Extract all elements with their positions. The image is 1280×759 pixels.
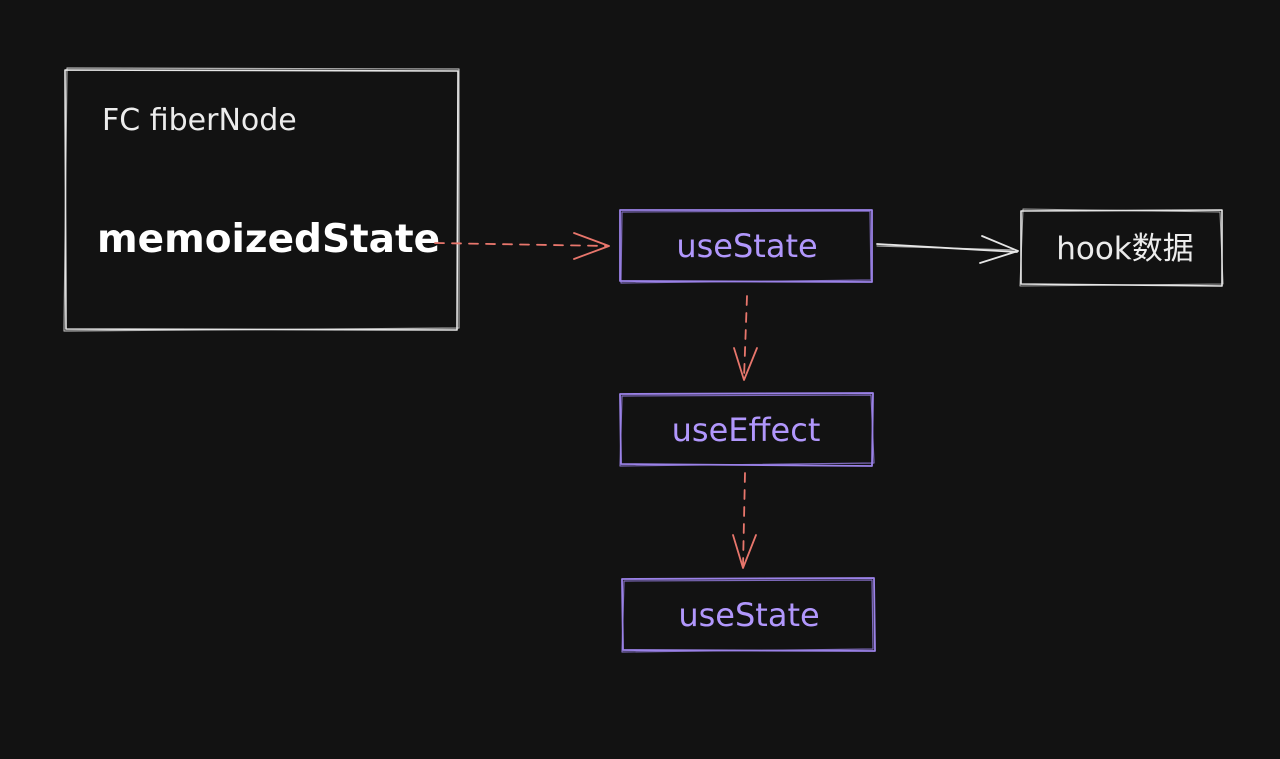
fiber-node-title: FC fiberNode [102,103,297,138]
hook-data-arrow [876,235,1019,264]
hook-label-use-effect: useEffect [672,411,821,449]
hook-label-use-state-1: useState [676,227,817,265]
hook-box-use-effect[interactable] [619,392,875,467]
hook-box-use-state-2[interactable] [621,577,876,653]
hook-data-box[interactable] [1019,208,1224,287]
hook-label-use-state-2: useState [678,596,819,634]
fiber-node-box[interactable] [63,67,460,332]
memoized-state-pointer-arrow [434,232,610,260]
next-pointer-arrow-2 [732,472,757,569]
next-pointer-arrow-1 [733,295,758,381]
hook-data-label: hook数据 [1056,231,1194,267]
memoized-state-label: memoizedState [97,217,440,262]
hook-box-use-state-1[interactable] [619,209,873,284]
